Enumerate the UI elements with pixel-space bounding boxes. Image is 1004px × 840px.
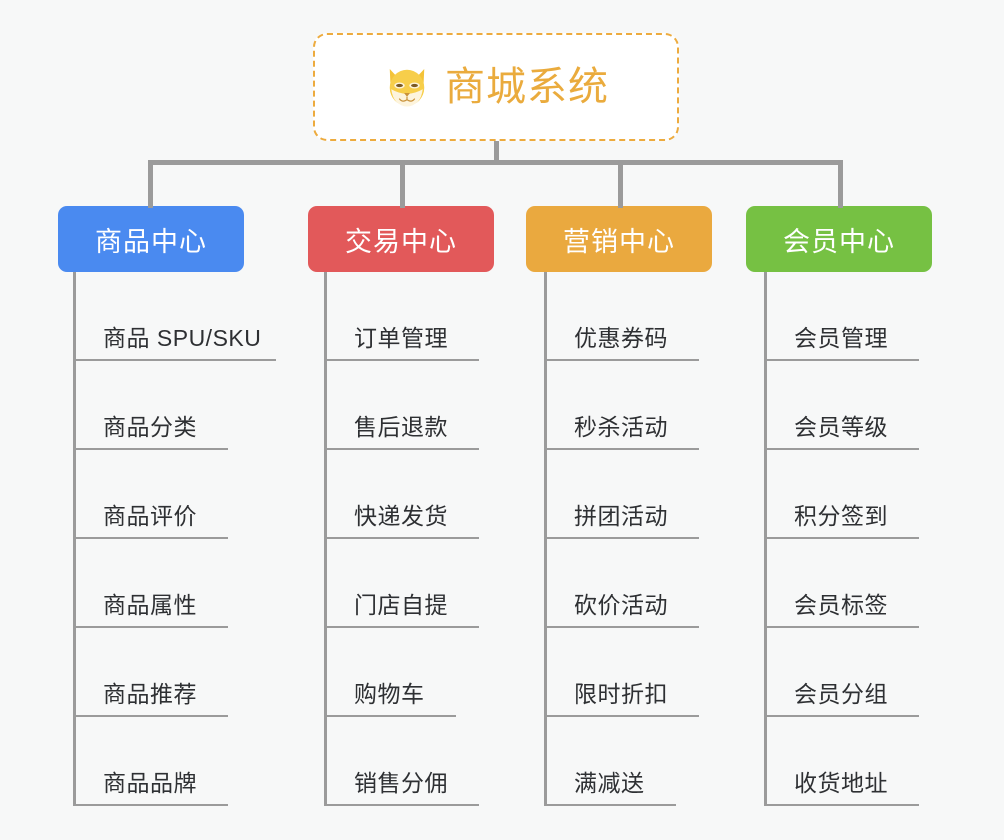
leaf-label: 秒杀活动 <box>574 414 668 440</box>
branch-node-4[interactable]: 会员中心 <box>746 206 932 272</box>
leaf-label: 积分签到 <box>794 503 888 529</box>
connector-horizontal-bus <box>148 160 840 165</box>
leaf-item[interactable]: 会员等级 <box>764 361 919 450</box>
leaf-label: 满减送 <box>574 770 645 796</box>
branch-node-3[interactable]: 营销中心 <box>526 206 712 272</box>
connector-spine-2 <box>324 272 327 806</box>
shiba-dog-icon <box>389 69 425 107</box>
leaf-item[interactable]: 优惠券码 <box>544 272 699 361</box>
leaf-label: 商品 SPU/SKU <box>103 325 262 351</box>
branch-label: 会员中心 <box>783 226 895 257</box>
leaf-item[interactable]: 商品属性 <box>73 539 228 628</box>
leaf-item[interactable]: 商品分类 <box>73 361 228 450</box>
leaf-item[interactable]: 满减送 <box>544 717 676 806</box>
leaf-item[interactable]: 订单管理 <box>324 272 479 361</box>
connector-spine-1 <box>73 272 76 806</box>
leaf-label: 商品推荐 <box>103 681 197 707</box>
leaf-item[interactable]: 售后退款 <box>324 361 479 450</box>
leaf-label: 商品品牌 <box>103 770 197 796</box>
leaf-item[interactable]: 快递发货 <box>324 450 479 539</box>
leaf-label: 优惠券码 <box>574 325 668 351</box>
leaf-label: 订单管理 <box>354 325 448 351</box>
leaf-item[interactable]: 商品推荐 <box>73 628 228 717</box>
leaf-label: 收货地址 <box>794 770 888 796</box>
connector-drop-3 <box>618 160 623 208</box>
leaf-item[interactable]: 会员管理 <box>764 272 919 361</box>
leaf-label: 售后退款 <box>354 414 448 440</box>
leaf-label: 销售分佣 <box>354 770 448 796</box>
leaf-item[interactable]: 砍价活动 <box>544 539 699 628</box>
branch-label: 商品中心 <box>95 226 207 257</box>
leaf-item[interactable]: 商品评价 <box>73 450 228 539</box>
connector-drop-1 <box>148 160 153 208</box>
branch-node-2[interactable]: 交易中心 <box>308 206 494 272</box>
leaf-item[interactable]: 收货地址 <box>764 717 919 806</box>
leaf-item[interactable]: 限时折扣 <box>544 628 699 717</box>
branch-label: 交易中心 <box>345 226 457 257</box>
leaf-label: 砍价活动 <box>574 592 668 618</box>
leaf-item[interactable]: 商品 SPU/SKU <box>73 272 276 361</box>
leaf-item[interactable]: 购物车 <box>324 628 456 717</box>
leaf-item[interactable]: 会员标签 <box>764 539 919 628</box>
root-node[interactable]: 商城系统 <box>313 33 679 141</box>
branch-label: 营销中心 <box>563 226 675 257</box>
leaf-label: 会员管理 <box>794 325 888 351</box>
leaf-label: 商品分类 <box>103 414 197 440</box>
leaf-item[interactable]: 销售分佣 <box>324 717 479 806</box>
leaf-label: 快递发货 <box>354 503 448 529</box>
leaf-label: 购物车 <box>354 681 425 707</box>
leaf-label: 门店自提 <box>354 592 448 618</box>
leaf-label: 会员标签 <box>794 592 888 618</box>
leaf-label: 限时折扣 <box>574 681 668 707</box>
branch-node-1[interactable]: 商品中心 <box>58 206 244 272</box>
leaf-item[interactable]: 拼团活动 <box>544 450 699 539</box>
connector-drop-4 <box>838 160 843 208</box>
leaf-item[interactable]: 秒杀活动 <box>544 361 699 450</box>
leaf-item[interactable]: 商品品牌 <box>73 717 228 806</box>
root-title: 商城系统 <box>445 65 609 109</box>
leaf-label: 拼团活动 <box>574 503 668 529</box>
leaf-label: 会员分组 <box>794 681 888 707</box>
connector-spine-3 <box>544 272 547 806</box>
leaf-label: 商品属性 <box>103 592 197 618</box>
leaf-item[interactable]: 积分签到 <box>764 450 919 539</box>
connector-spine-4 <box>764 272 767 806</box>
connector-root-stem <box>494 141 499 164</box>
connector-drop-2 <box>400 160 405 208</box>
leaf-item[interactable]: 门店自提 <box>324 539 479 628</box>
leaf-label: 会员等级 <box>794 414 888 440</box>
leaf-label: 商品评价 <box>103 503 197 529</box>
leaf-item[interactable]: 会员分组 <box>764 628 919 717</box>
